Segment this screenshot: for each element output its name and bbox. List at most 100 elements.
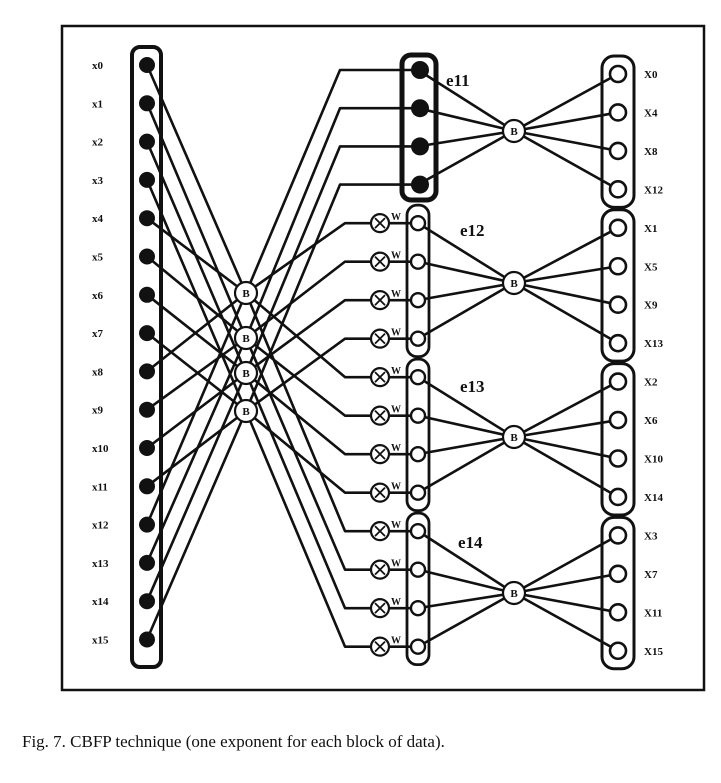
stage1-wire xyxy=(245,298,380,375)
input-label: x11 xyxy=(92,481,108,493)
e11-node xyxy=(411,137,429,156)
stage2-in-wire xyxy=(416,260,516,285)
butterfly-label: B xyxy=(510,278,518,290)
output-node xyxy=(608,641,628,661)
input-label: x1 xyxy=(92,98,103,110)
stage1-wire xyxy=(244,145,418,374)
output-node xyxy=(608,180,628,199)
twiddle-label: W xyxy=(391,443,401,454)
e1x-block-group xyxy=(405,203,431,359)
stage2-in-wire xyxy=(416,281,516,340)
butterfly-node xyxy=(233,360,259,386)
output-node xyxy=(608,64,628,84)
input-label: x9 xyxy=(92,405,104,417)
figure-caption: Fig. 7. CBFP technique (one exponent for… xyxy=(22,732,445,751)
output-block-group xyxy=(600,515,636,671)
output-label: X1 xyxy=(644,223,657,235)
output-block-group xyxy=(600,362,636,517)
twiddle-label: W xyxy=(391,520,401,531)
input-label: x0 xyxy=(92,60,104,72)
input-wire xyxy=(145,293,248,375)
input-node xyxy=(139,57,155,73)
twiddle-label: W xyxy=(391,482,401,493)
block-exponent-label: e14 xyxy=(458,533,483,552)
column-node xyxy=(409,484,427,501)
e1x-block-group xyxy=(405,357,431,513)
input-wire xyxy=(145,371,248,603)
twiddle-label: W xyxy=(391,636,401,647)
input-label: x4 xyxy=(92,213,104,225)
twiddle-label: W xyxy=(391,405,401,416)
input-block-group xyxy=(130,45,163,669)
stage1-wire xyxy=(245,292,380,379)
stage2-in-wire xyxy=(416,529,516,595)
twiddle-label: W xyxy=(391,328,401,339)
output-label: X9 xyxy=(644,300,658,312)
block-butterfly-node xyxy=(501,118,527,144)
input-wire xyxy=(145,409,248,641)
column-node xyxy=(409,253,427,270)
stage2-in-wire xyxy=(416,591,516,648)
column-node xyxy=(409,407,427,424)
block-exponent-label: e12 xyxy=(460,221,485,240)
twiddle-cross xyxy=(374,333,386,345)
butterfly-node xyxy=(233,398,259,424)
output-node xyxy=(608,333,628,353)
twiddle-cross xyxy=(374,256,386,268)
butterfly-label: B xyxy=(510,588,518,600)
column-node xyxy=(409,368,427,386)
output-label: X5 xyxy=(644,261,658,273)
wires xyxy=(145,63,620,653)
output-block-group xyxy=(600,54,636,209)
butterfly-label: B xyxy=(242,406,250,418)
stage2-in-wire xyxy=(416,435,516,494)
input-node xyxy=(139,133,155,150)
output-label: X7 xyxy=(644,569,658,581)
input-node xyxy=(139,210,155,227)
input-label: x12 xyxy=(92,520,109,532)
stage2-in-wire xyxy=(416,591,516,610)
twiddle-label: W xyxy=(391,251,401,262)
block-butterfly-node xyxy=(501,580,527,606)
block-butterfly-node xyxy=(501,270,527,296)
input-wire xyxy=(145,216,248,295)
input-label: x10 xyxy=(92,443,109,455)
twiddle-cross xyxy=(374,448,386,460)
e11-node xyxy=(411,175,429,194)
stage2-in-wire xyxy=(416,435,516,456)
column-node xyxy=(409,599,427,617)
output-node xyxy=(608,449,628,468)
input-node xyxy=(139,401,155,418)
twiddle-cross xyxy=(374,410,386,422)
input-label: x13 xyxy=(92,558,109,570)
block-butterfly-node xyxy=(501,424,527,450)
block-exponent-label: e13 xyxy=(460,377,485,396)
output-label: X6 xyxy=(644,415,658,427)
butterfly-label: B xyxy=(510,432,518,444)
column-node xyxy=(409,330,427,347)
stage1-wire xyxy=(245,337,380,413)
twiddle-cross xyxy=(374,564,386,576)
column-node xyxy=(409,561,427,578)
column-node xyxy=(409,214,427,232)
output-node xyxy=(608,103,628,122)
nodes xyxy=(139,57,628,661)
input-wire xyxy=(145,102,248,340)
input-node xyxy=(139,248,155,265)
output-label: X15 xyxy=(644,646,663,658)
stage2-in-wire xyxy=(416,568,516,595)
butterfly-label: B xyxy=(242,288,250,300)
output-node xyxy=(608,526,628,545)
stage1-wire xyxy=(245,336,380,417)
output-label: X4 xyxy=(644,107,658,119)
butterfly-label: B xyxy=(510,126,518,138)
twiddle-label: W xyxy=(391,366,401,377)
input-label: x2 xyxy=(92,137,104,149)
twiddle-cross xyxy=(374,525,386,537)
output-node xyxy=(608,218,628,238)
stage1-wire xyxy=(244,68,418,294)
block-groups xyxy=(130,45,636,671)
input-label: x8 xyxy=(92,366,104,378)
stage1-wire xyxy=(244,372,380,610)
